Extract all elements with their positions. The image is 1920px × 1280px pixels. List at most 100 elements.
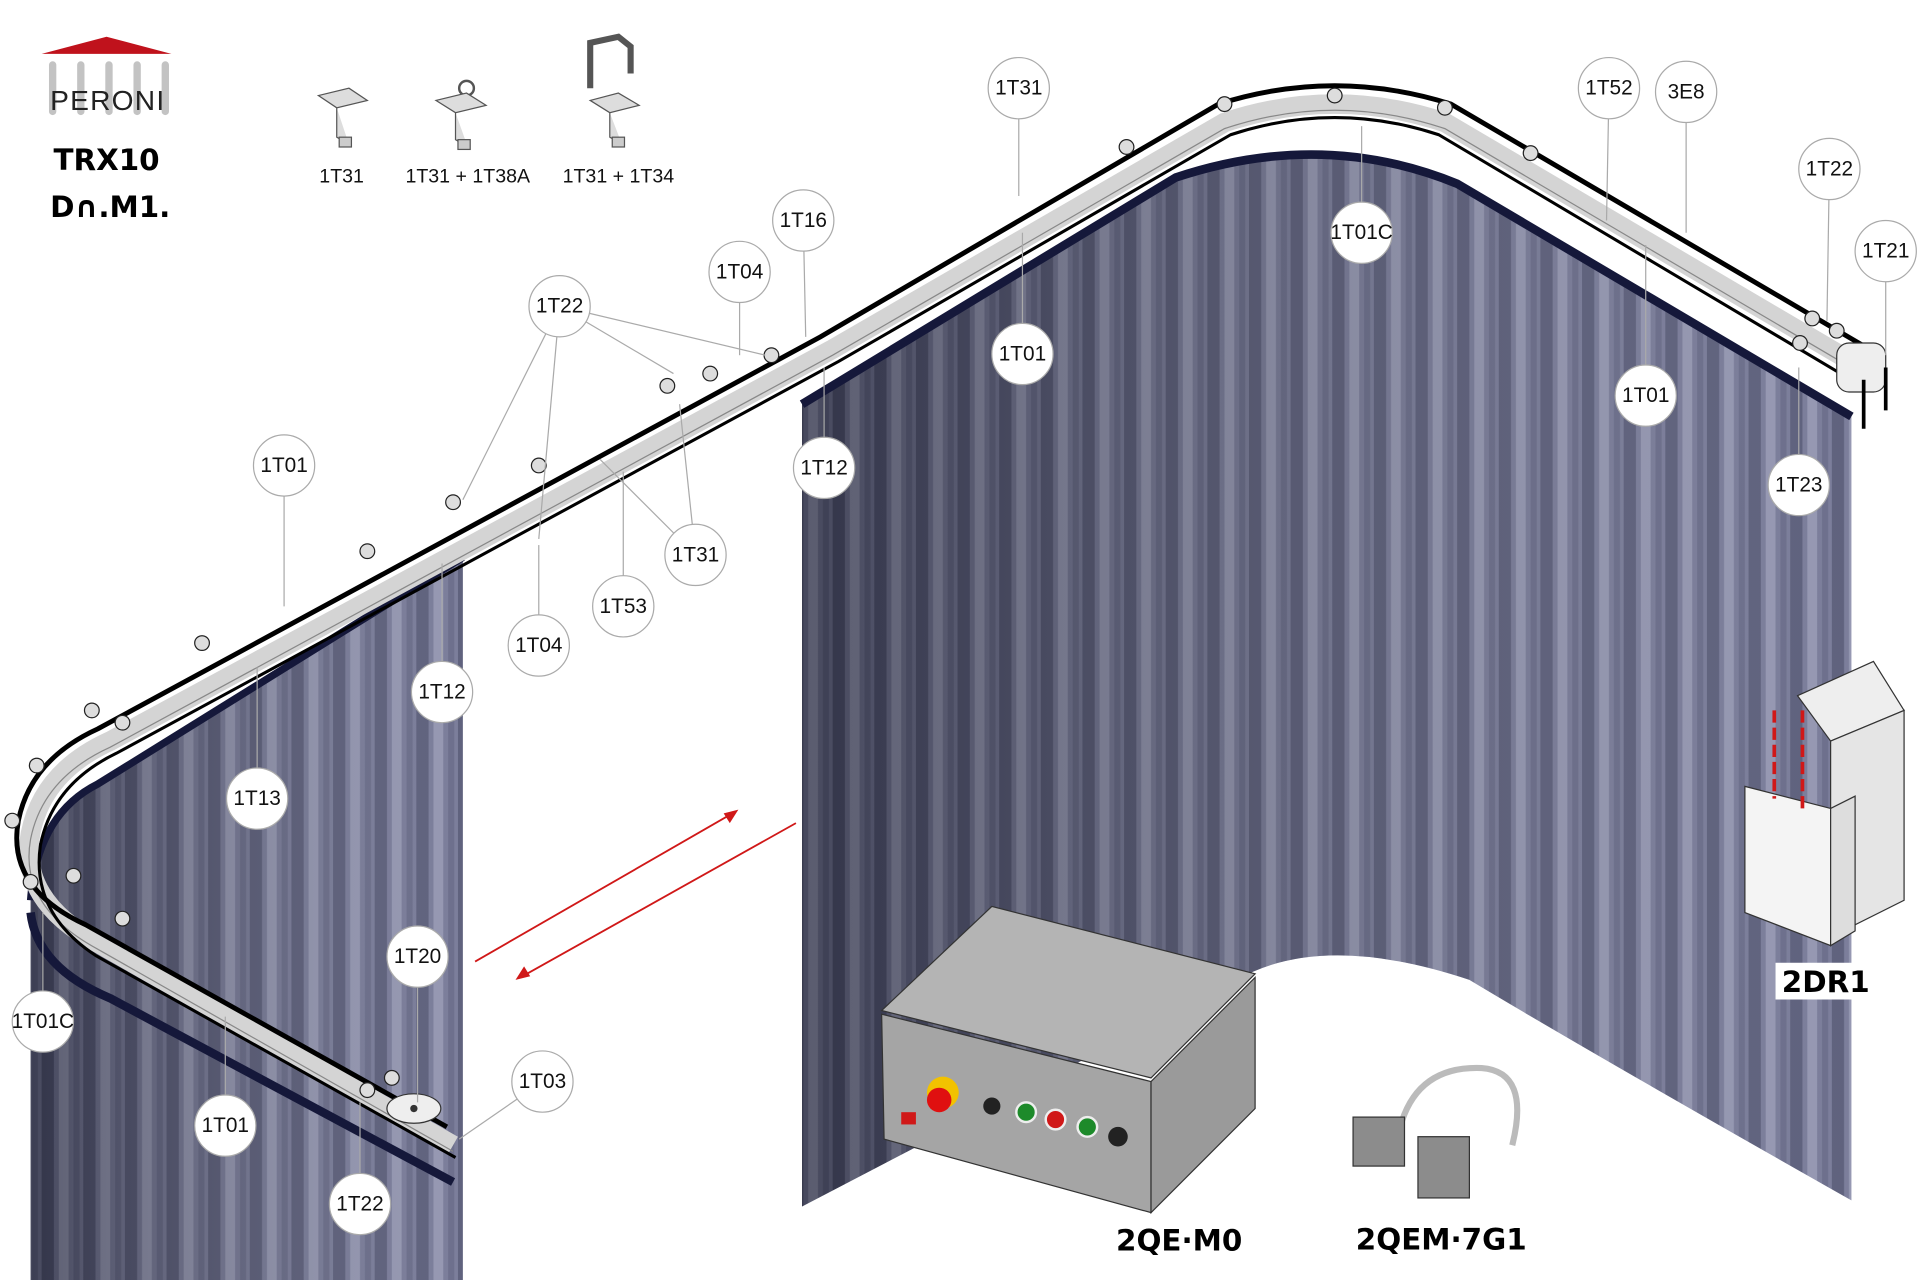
roller-icon bbox=[659, 377, 676, 394]
callout-label: 1T13 bbox=[233, 787, 280, 810]
connector-icon bbox=[1417, 1136, 1470, 1199]
return-pulley-1t20 bbox=[386, 1093, 442, 1124]
callout-label: 1T31 bbox=[672, 543, 719, 566]
model-subtitle: D∩.M1. bbox=[50, 190, 170, 224]
callout-label: 3E8 bbox=[1668, 80, 1705, 103]
roller-icon bbox=[28, 757, 45, 774]
callout-label: 1T01C bbox=[1330, 221, 1392, 244]
roller-icon bbox=[83, 702, 100, 719]
drive-unit-2dr1 bbox=[1744, 660, 1905, 947]
roller-icon bbox=[359, 543, 376, 560]
callout-3e8: 3E8 bbox=[1654, 60, 1718, 124]
callout-label: 1T01 bbox=[202, 1114, 249, 1137]
callout-bubble bbox=[592, 575, 655, 638]
callout-bubble bbox=[1854, 219, 1917, 283]
bracket-1t31-1t34: 1T31 + 1T34 bbox=[563, 33, 675, 188]
callout-1t12: 1T12 bbox=[792, 436, 856, 500]
roller-icon bbox=[1792, 335, 1808, 351]
bracket-label: 1T31 + 1T34 bbox=[563, 166, 675, 188]
callout-label: 1T04 bbox=[515, 634, 562, 657]
direction-arrows bbox=[474, 809, 797, 980]
callout-label: 1T23 bbox=[1775, 474, 1822, 497]
callout-1t01: 1T01 bbox=[194, 1094, 257, 1157]
callout-bubble bbox=[991, 322, 1054, 386]
callout-1t13: 1T13 bbox=[225, 767, 289, 830]
callout-label: 1T04 bbox=[716, 260, 763, 283]
bracket-1t31: 1T31 bbox=[316, 87, 369, 188]
track-end-cap-right bbox=[1836, 342, 1888, 429]
leader-line bbox=[538, 306, 561, 540]
roller-icon bbox=[1436, 99, 1453, 116]
callout-1t53: 1T53 bbox=[592, 575, 655, 638]
callout-bubble bbox=[1614, 364, 1677, 427]
callout-1t01c: 1T01C bbox=[11, 990, 75, 1053]
leader-line bbox=[559, 305, 766, 356]
callout-1t01: 1T01 bbox=[991, 322, 1054, 386]
callout-label: 1T21 bbox=[1862, 240, 1909, 263]
roller-icon bbox=[1522, 145, 1539, 162]
callout-label: 1T52 bbox=[1585, 77, 1632, 100]
callout-1t01c: 1T01C bbox=[1330, 201, 1393, 264]
callout-bubble bbox=[511, 1050, 574, 1113]
callout-label: 1T01 bbox=[260, 454, 307, 477]
callout-bubble bbox=[792, 436, 856, 500]
callout-bubble bbox=[772, 189, 835, 252]
roller-icon bbox=[22, 873, 39, 890]
peroni-logo: PERONI bbox=[41, 36, 172, 116]
green-lamp-icon bbox=[1015, 1101, 1038, 1124]
callout-bubble bbox=[386, 925, 449, 988]
callout-1t01: 1T01 bbox=[1614, 364, 1677, 427]
roller-icon bbox=[530, 457, 547, 474]
callout-1t03: 1T03 bbox=[511, 1050, 574, 1113]
red-button-icon bbox=[1044, 1108, 1067, 1131]
callout-label: 1T53 bbox=[600, 595, 647, 618]
power-switch-icon bbox=[901, 1112, 916, 1125]
roller-icon bbox=[702, 365, 719, 382]
bracket-1t31-1t38a: 1T31 + 1T38A bbox=[405, 79, 531, 188]
callout-1t04: 1T04 bbox=[507, 614, 570, 677]
callout-label: 1T01C bbox=[12, 1010, 74, 1033]
callout-1t16: 1T16 bbox=[772, 189, 835, 252]
callout-1t01: 1T01 bbox=[252, 434, 316, 497]
callout-bubble bbox=[507, 614, 570, 677]
callout-bubble bbox=[11, 990, 75, 1053]
callout-label: 1T20 bbox=[394, 945, 441, 968]
callout-bubble bbox=[987, 56, 1050, 120]
callout-bubble bbox=[194, 1094, 257, 1157]
callout-bubble bbox=[328, 1172, 392, 1236]
logo-roof-icon bbox=[41, 36, 172, 54]
callout-1t21: 1T21 bbox=[1854, 219, 1917, 283]
callout-label: 1T12 bbox=[800, 456, 847, 479]
roller-icon bbox=[4, 812, 21, 829]
callout-bubble bbox=[664, 523, 727, 587]
connector-icon bbox=[1352, 1116, 1406, 1167]
callout-bubble bbox=[1330, 201, 1393, 264]
key-switch-icon bbox=[983, 1097, 1001, 1115]
callout-label: 1T16 bbox=[780, 209, 827, 232]
roller-icon bbox=[383, 1069, 400, 1086]
callout-bubble bbox=[1654, 60, 1718, 124]
roller-icon bbox=[65, 867, 82, 884]
roller-icon bbox=[1216, 96, 1233, 113]
callout-label: 1T03 bbox=[519, 1070, 566, 1093]
bracket-label: 1T31 bbox=[319, 166, 364, 188]
cable-2qem-7g1 bbox=[1352, 1065, 1521, 1199]
roller-icon bbox=[1828, 322, 1845, 339]
callout-bubble bbox=[708, 240, 771, 304]
control-box-label: 2QE·M0 bbox=[1116, 1224, 1242, 1258]
callout-label: 1T22 bbox=[1806, 158, 1853, 181]
callout-1t20: 1T20 bbox=[386, 925, 449, 988]
roller-icon bbox=[114, 910, 131, 927]
green-lamp-icon bbox=[1076, 1115, 1099, 1138]
leader-line bbox=[462, 305, 561, 501]
roller-icon bbox=[1326, 87, 1343, 104]
roller-icon bbox=[445, 494, 462, 511]
roller-icon bbox=[1804, 310, 1821, 327]
callout-1t12: 1T12 bbox=[410, 660, 474, 724]
callout-1t22: 1T22 bbox=[328, 1172, 392, 1236]
callout-bubble bbox=[410, 660, 474, 724]
callout-1t04: 1T04 bbox=[708, 240, 771, 304]
cable-label: 2QEM·7G1 bbox=[1356, 1222, 1527, 1256]
roller-icon bbox=[194, 635, 210, 652]
callout-label: 1T01 bbox=[1622, 384, 1669, 407]
